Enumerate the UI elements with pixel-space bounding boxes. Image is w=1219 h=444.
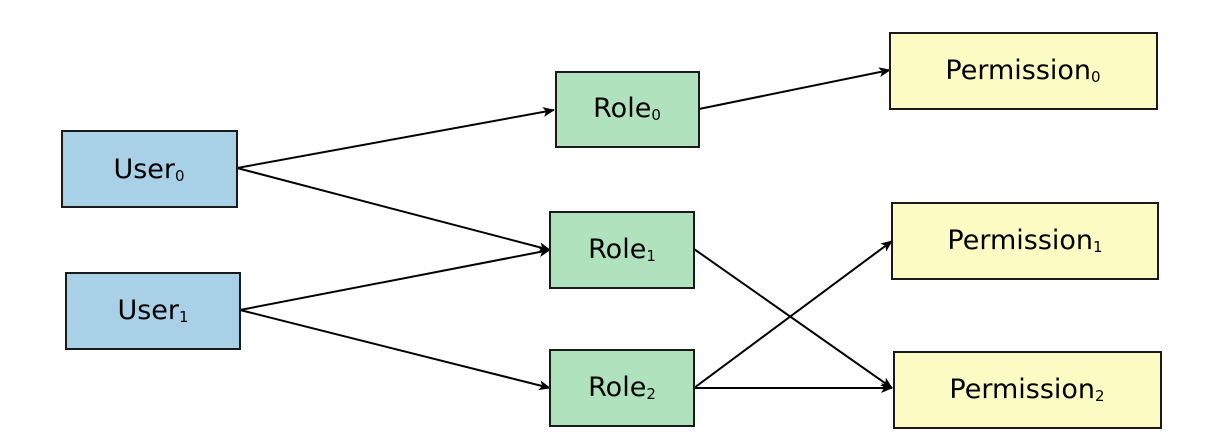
edge-role2-perm1 (693, 240, 893, 389)
permission2-label: Permission2 (949, 374, 1104, 406)
user1-node: User1 (65, 272, 241, 350)
role0-label: Role0 (593, 93, 661, 125)
user1-label: User1 (117, 295, 188, 327)
edge-user0-role0 (236, 107, 555, 169)
role1-node: Role1 (549, 211, 695, 289)
edge-user1-role2 (239, 309, 551, 391)
permission2-node: Permission2 (893, 351, 1162, 429)
role2-label: Role2 (588, 372, 656, 404)
edge-user0-role1 (236, 167, 551, 253)
edge-role1-perm2 (693, 248, 893, 389)
permission0-node: Permission0 (889, 32, 1158, 110)
role2-node: Role2 (549, 349, 695, 427)
role1-label: Role1 (588, 234, 656, 266)
user0-label: User0 (113, 154, 184, 186)
edges (236, 67, 893, 393)
user0-node: User0 (61, 130, 238, 208)
permission0-label: Permission0 (945, 55, 1100, 87)
permission1-node: Permission1 (891, 202, 1159, 280)
role0-node: Role0 (555, 71, 700, 148)
edge-user1-role1 (239, 247, 551, 311)
nodes: User0 User1 Role0 Role1 Role2 Permission… (61, 32, 1162, 429)
edge-role0-perm0 (698, 67, 891, 110)
permission1-label: Permission1 (947, 225, 1102, 257)
